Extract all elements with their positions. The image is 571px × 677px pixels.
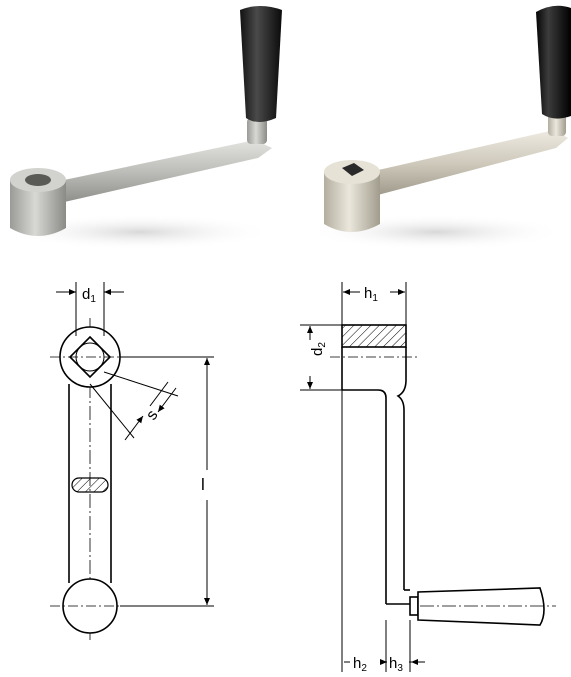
black-knob: [240, 6, 282, 122]
hub: [324, 172, 380, 232]
handle-grip: [417, 587, 545, 626]
dim-s: [89, 371, 179, 441]
label-s: s: [143, 407, 162, 423]
dim-l: [120, 356, 214, 607]
arm-cross-section: [71, 477, 109, 493]
hub: [10, 180, 66, 236]
label-h1: h1: [364, 285, 378, 304]
handle-spindle: [247, 118, 267, 144]
arm-left-profile: [342, 389, 387, 604]
dim-h1: [341, 282, 407, 325]
side-view: [330, 324, 556, 626]
arm-right-profile: [396, 379, 407, 590]
crank-arm: [40, 140, 272, 203]
technical-drawing: d1 s l: [50, 282, 556, 674]
hub-hatched-section: [341, 324, 407, 348]
square-bore: [342, 163, 364, 176]
dim-d2: [300, 324, 342, 391]
shadow: [5, 214, 275, 250]
round-bore: [25, 174, 51, 186]
photo-square-bore: [306, 5, 571, 250]
label-l: l: [201, 475, 205, 494]
dim-h2-h3: [341, 390, 425, 672]
label-d2: d2: [309, 342, 328, 356]
label-h2: h2: [353, 655, 367, 674]
label-d1: d1: [82, 286, 96, 305]
spindle-collar: [409, 596, 419, 616]
square-bore-outline: [68, 335, 112, 379]
black-knob: [536, 5, 571, 119]
dim-d1: [56, 282, 124, 336]
crank-arm: [356, 130, 568, 196]
front-view: [50, 318, 130, 640]
label-h3: h3: [389, 655, 403, 674]
photo-round-bore: [5, 6, 282, 250]
